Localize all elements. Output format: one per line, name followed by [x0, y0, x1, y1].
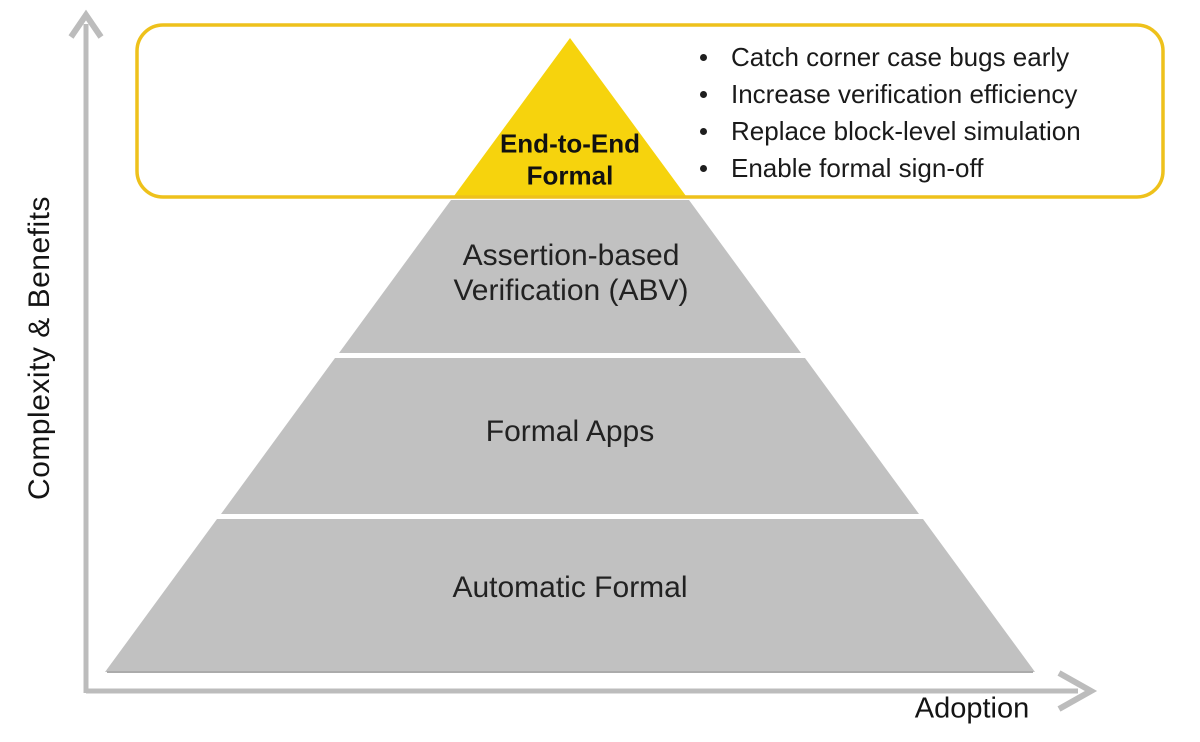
bullet-icon [700, 54, 707, 61]
bullet-text: Enable formal sign-off [731, 153, 984, 183]
list-item: Enable formal sign-off [700, 150, 1170, 187]
list-item: Increase verification efficiency [700, 76, 1170, 113]
bullet-text: Replace block-level simulation [731, 116, 1081, 146]
list-item: Replace block-level simulation [700, 113, 1170, 150]
pyramid-layer-end-to-end-formal [454, 38, 686, 196]
callout-border [135, 23, 1165, 199]
layer-label-formal: Formal [526, 160, 614, 191]
y-axis-label: Complexity & Benefits [23, 196, 56, 500]
bullet-text: Catch corner case bugs early [731, 42, 1070, 72]
bullet-icon [700, 128, 707, 135]
bullet-icon [700, 91, 707, 98]
layer-label-end-to-end: End-to-End [499, 128, 641, 159]
bullet-text: Increase verification efficiency [731, 79, 1078, 109]
pyramid-layer-abv [339, 200, 801, 353]
list-item: Catch corner case bugs early [700, 39, 1170, 76]
pyramid-layer-automatic-formal [105, 519, 1035, 672]
layer-label-assertion-based: Assertion-based [462, 239, 680, 272]
x-axis-label: Adoption [914, 692, 1030, 725]
y-axis-arrow-icon [68, 9, 104, 39]
pyramid-layer-formal-apps [221, 358, 919, 514]
layer-label-verification-abv: Verification (ABV) [453, 274, 689, 307]
layer-label-automatic-formal: Automatic Formal [452, 571, 688, 604]
callout-bullet-list: Catch corner case bugs early Increase ve… [700, 39, 1170, 187]
layer-label-formal-apps: Formal Apps [485, 415, 655, 448]
x-axis-arrow-icon [1057, 670, 1098, 712]
bullet-icon [700, 165, 707, 172]
